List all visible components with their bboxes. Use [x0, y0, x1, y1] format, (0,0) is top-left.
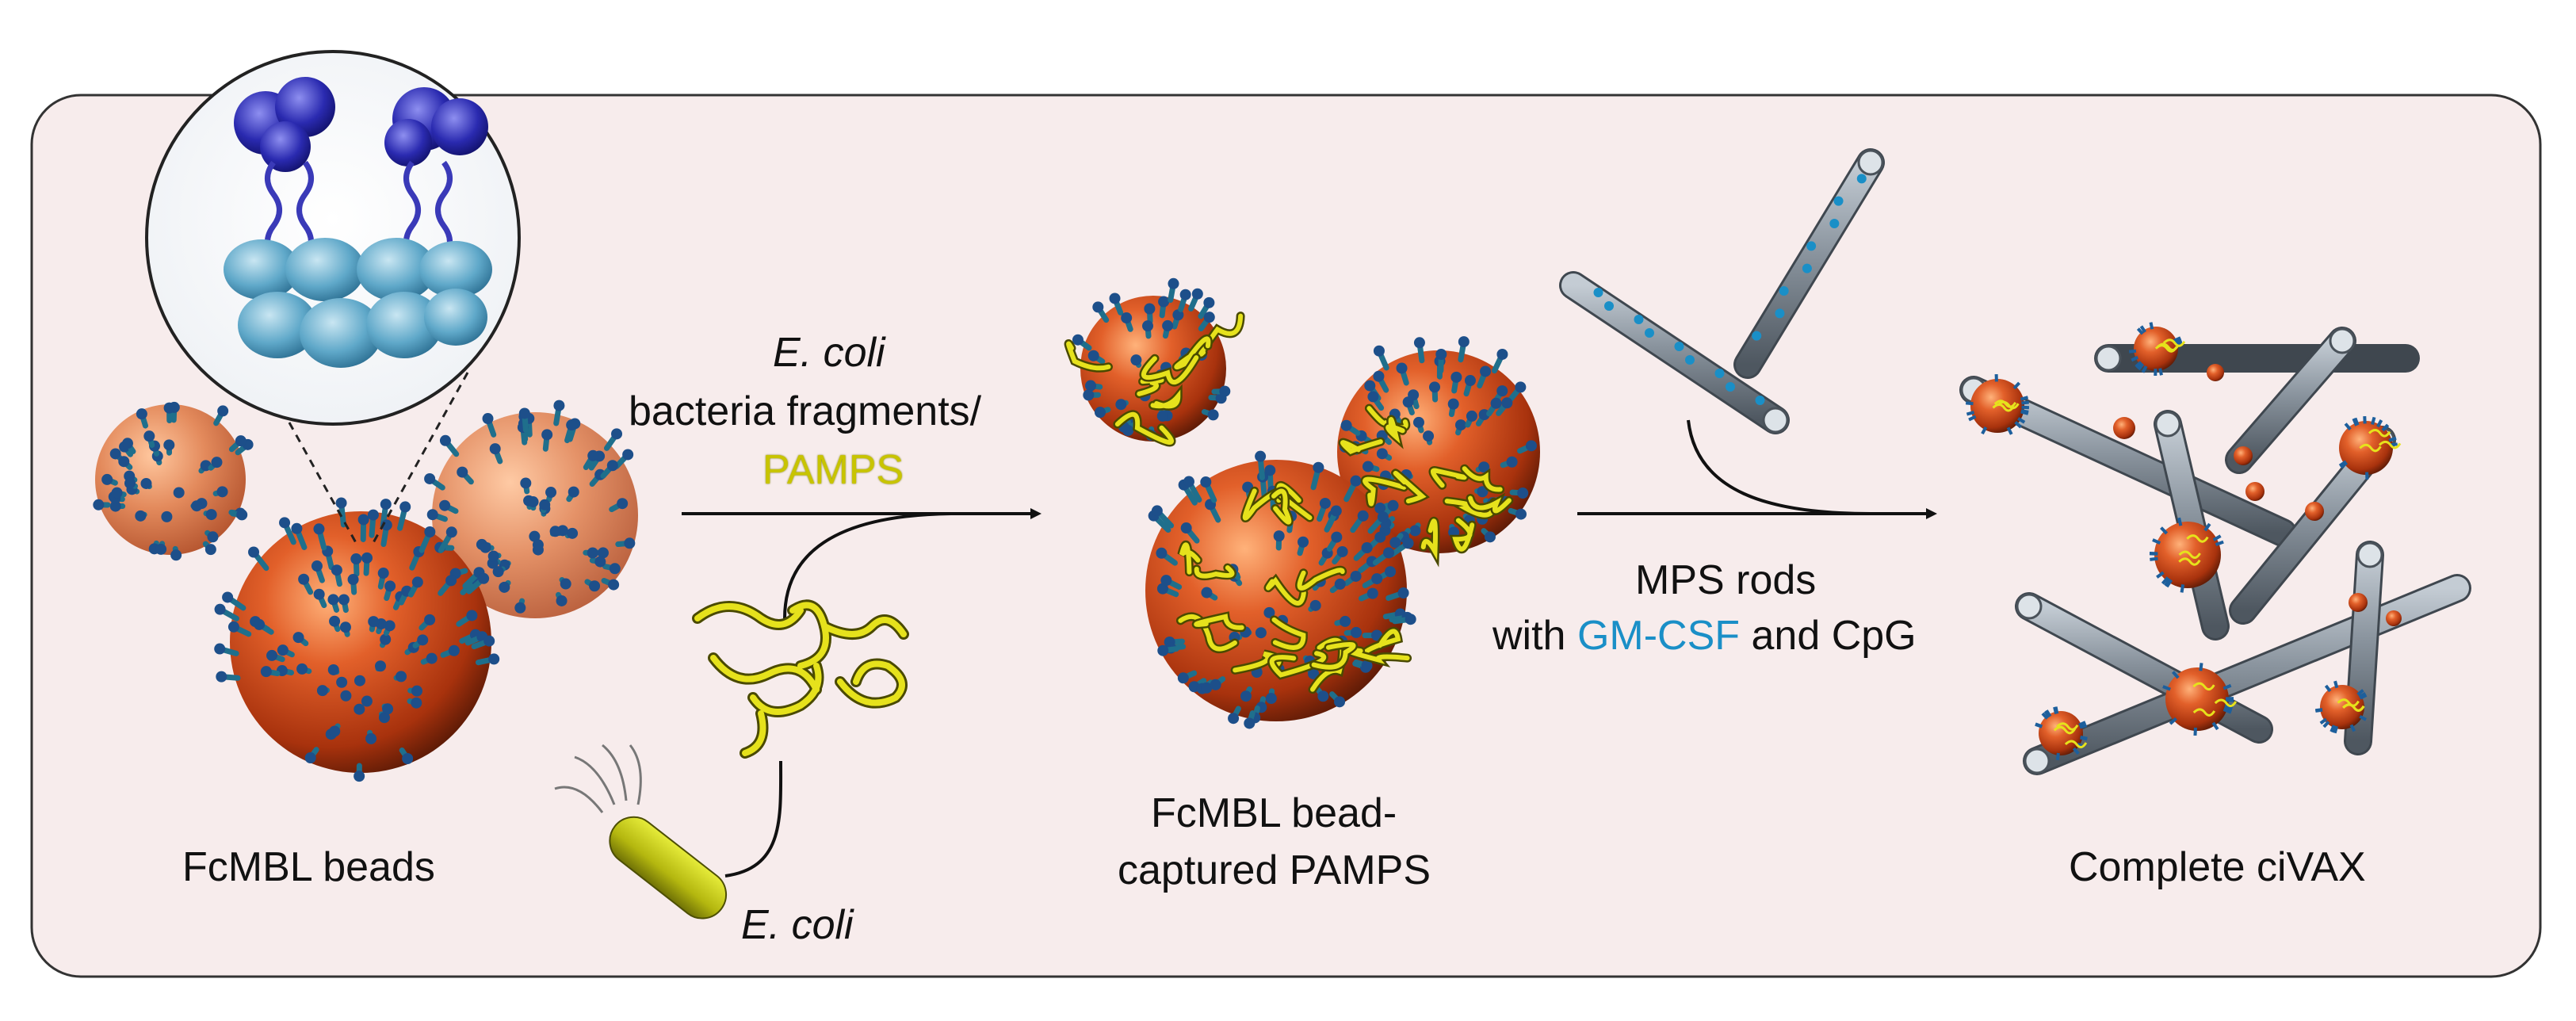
label-pamps: PAMPS [762, 447, 904, 493]
fcmbl-protein-illustration [224, 77, 492, 368]
civax-bead [2338, 415, 2402, 480]
civax-beads [1965, 322, 2402, 760]
captured-bead-spikes [1072, 277, 1537, 729]
civax-rod [2225, 327, 2356, 474]
label-fcmbl-beads: FcMBL beads [182, 844, 435, 890]
arrow-2-curve [1687, 419, 1871, 515]
label-mps-with-line: with GM-CSF and CpG [1492, 610, 1917, 662]
civax-bead [2035, 706, 2088, 760]
label-ecoli-top: E. coli [773, 330, 885, 376]
bead-spikes [93, 400, 636, 782]
civax-bead [2207, 364, 2224, 381]
civax-bead [2149, 517, 2224, 593]
label-bacteria-fragments: bacteria fragments/ [629, 388, 982, 434]
civax-bead [2234, 446, 2253, 465]
pamps-fragments [692, 599, 909, 759]
civax-bead [2162, 663, 2238, 736]
zoom-line-right [369, 372, 469, 548]
label-captured-line2: captured PAMPS [1118, 847, 1431, 893]
bead-main [230, 511, 491, 773]
captured-pamps-strands [1064, 312, 1514, 694]
label-gmcsf: GM-CSF [1577, 613, 1741, 659]
civax-bead [2128, 322, 2186, 377]
civax-bead [2305, 502, 2324, 521]
label-ecoli-bottom: E. coli [741, 902, 854, 948]
label-complete-civax: Complete ciVAX [2069, 844, 2366, 890]
label-mps-rods: MPS rods [1635, 557, 1817, 603]
civax-bead [2386, 610, 2402, 626]
zoom-circle [145, 50, 521, 426]
label-with: with [1492, 613, 1566, 659]
label-captured-line1: FcMBL bead- [1151, 790, 1397, 836]
ecoli-bacterium [554, 744, 728, 920]
arrow-1-curve [783, 512, 952, 619]
civax-bead [2315, 680, 2368, 734]
mps-rods-group [1559, 148, 1885, 434]
fcmbl-beads-group [93, 400, 638, 782]
mps-rod-diagonal-1 [1733, 148, 1885, 379]
bacterium-connector [724, 760, 783, 878]
civax-bead [2349, 593, 2368, 612]
civax-bead [1965, 373, 2030, 435]
label-and-cpg: and CpG [1751, 613, 1917, 659]
civax-bead [2113, 417, 2135, 439]
captured-beads-group [1064, 277, 1540, 729]
bead-small-faint [95, 404, 246, 555]
rod-surface-dots [1593, 174, 1867, 405]
civax-bead [2245, 482, 2265, 501]
